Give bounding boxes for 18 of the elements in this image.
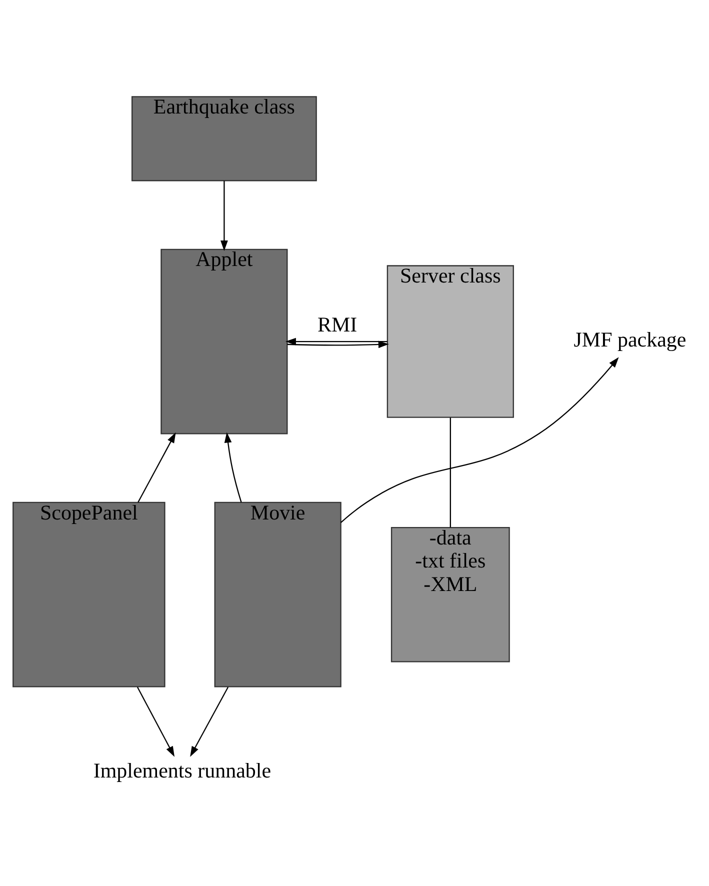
arrow bbox=[224, 432, 242, 502]
edge-label: RMI bbox=[317, 312, 358, 337]
arrow bbox=[136, 686, 175, 757]
node-box: Movie bbox=[214, 502, 342, 688]
node-text: JMF package bbox=[574, 328, 686, 352]
arrow bbox=[285, 338, 388, 346]
arrow bbox=[340, 357, 619, 523]
node-box: Earthquake class bbox=[131, 96, 317, 182]
node-text: Implements runnable bbox=[93, 758, 272, 783]
arrow bbox=[190, 686, 229, 757]
node-box: ScopePanel bbox=[12, 502, 166, 688]
node-box: -data -txt files -XML bbox=[390, 526, 510, 662]
arrow bbox=[287, 340, 389, 348]
arrow bbox=[138, 432, 176, 503]
connector bbox=[450, 418, 451, 528]
arrow bbox=[220, 180, 228, 252]
node-box: Server class bbox=[386, 265, 514, 418]
node-box: Applet bbox=[160, 248, 288, 434]
